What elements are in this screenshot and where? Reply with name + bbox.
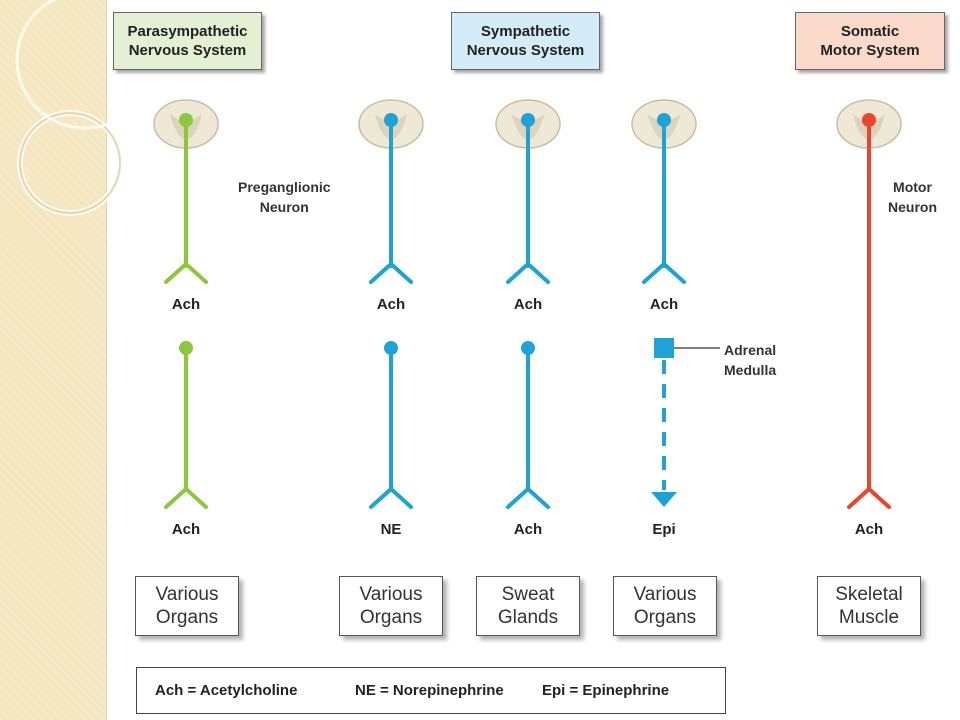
target-box: Various Organs <box>339 576 443 636</box>
postganglionic-neuron <box>164 346 208 509</box>
target-box: Sweat Glands <box>476 576 580 636</box>
bottom-neurotransmitter-label: Ach <box>854 521 884 538</box>
adrenal-medulla-marker <box>654 338 674 358</box>
motor-neuron-label: Motor Neuron <box>888 179 937 215</box>
preganglionic-neuron <box>164 118 208 284</box>
header-somatic: Somatic Motor System <box>795 12 945 70</box>
postganglionic-neuron <box>369 346 413 509</box>
adrenal-medulla-label: Adrenal Medulla <box>724 342 777 378</box>
target-box: Various Organs <box>135 576 239 636</box>
header-sympathetic: Sympathetic Nervous System <box>451 12 600 70</box>
preganglionic-neuron <box>369 118 413 284</box>
hormone-arrowhead <box>651 492 677 507</box>
top-neurotransmitter-label: Ach <box>649 296 679 313</box>
preganglionic-neuron-label: Preganglionic Neuron <box>238 179 331 215</box>
top-neurotransmitter-label: Ach <box>376 296 406 313</box>
motor-neuron <box>847 118 891 509</box>
legend-epi: Epi = Epinephrine <box>542 682 670 699</box>
target-box: Skeletal Muscle <box>817 576 921 636</box>
bottom-neurotransmitter-label: NE <box>380 521 402 538</box>
legend-ach: Ach = Acetylcholine <box>155 682 298 699</box>
target-box: Various Organs <box>613 576 717 636</box>
top-neurotransmitter-label: Ach <box>513 296 543 313</box>
bottom-neurotransmitter-label: Ach <box>513 521 543 538</box>
somatic-pathway <box>836 99 902 509</box>
preganglionic-neuron <box>642 118 686 284</box>
bottom-neurotransmitter-label: Epi <box>652 521 676 538</box>
sympathetic-ne-pathway <box>358 99 424 509</box>
header-parasympathetic: Parasympathetic Nervous System <box>113 12 262 70</box>
preganglionic-neuron <box>506 118 550 284</box>
parasympathetic-pathway <box>153 99 219 509</box>
legend-ne: NE = Norepinephrine <box>355 682 504 699</box>
bottom-neurotransmitter-label: Ach <box>171 521 201 538</box>
postganglionic-neuron <box>506 346 550 509</box>
sympathetic-sweat-pathway <box>495 99 561 509</box>
top-neurotransmitter-label: Ach <box>171 296 201 313</box>
sympathetic-adrenal-pathway <box>631 99 720 507</box>
legend: Ach = Acetylcholine NE = Norepinephrine … <box>136 667 726 714</box>
